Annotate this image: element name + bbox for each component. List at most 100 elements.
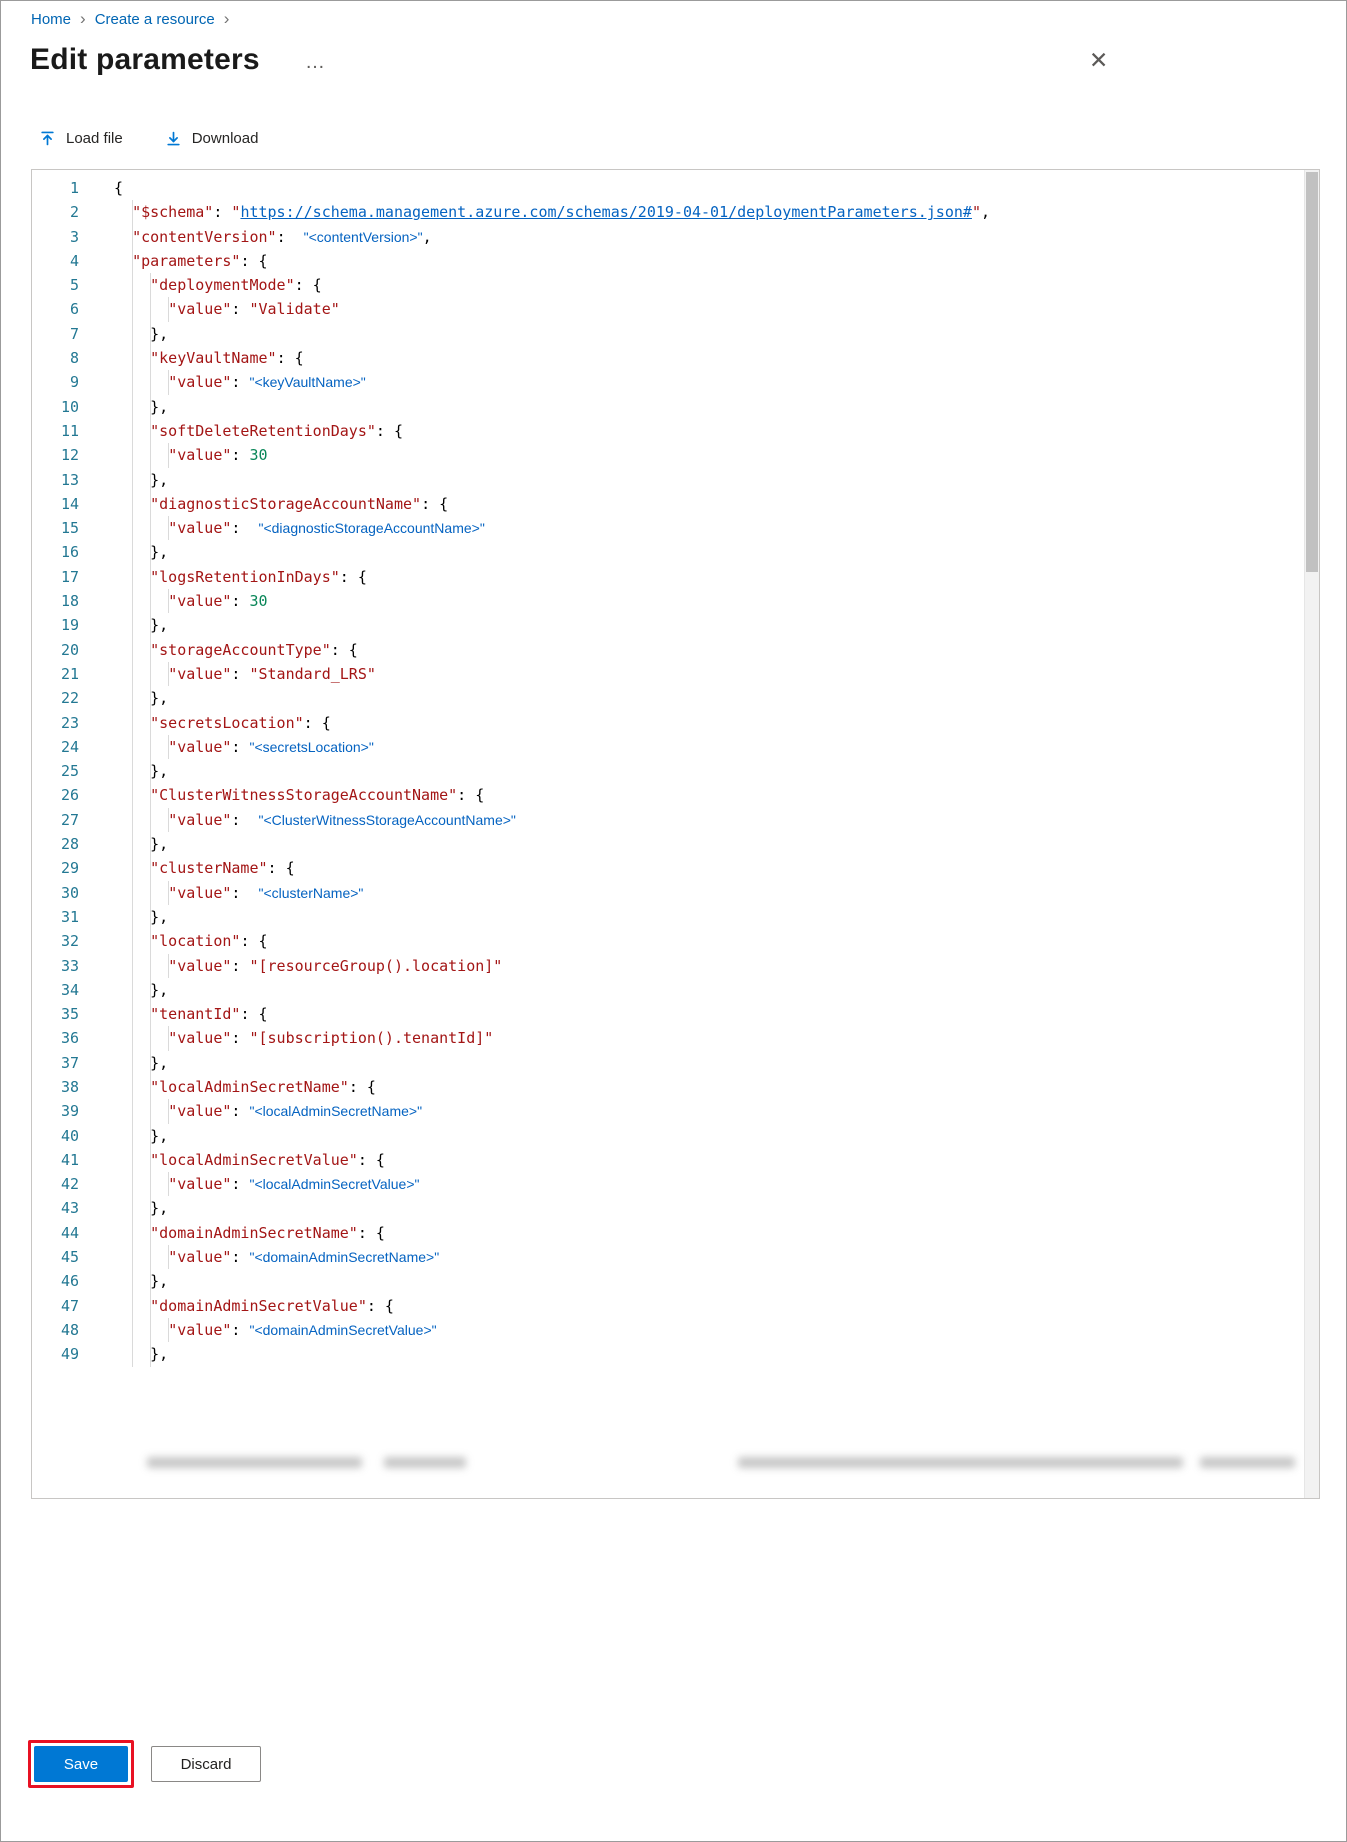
line-number: 31: [60, 907, 79, 926]
command-bar: Load file Download: [33, 121, 264, 155]
indent-guide: [150, 540, 152, 565]
line-number: 39: [60, 1102, 79, 1121]
indent-guide: [132, 1147, 134, 1173]
code-text: },: [114, 613, 1304, 638]
code-line: 9 "value": "<keyVaultName>": [32, 370, 1304, 395]
indent-guide: [132, 807, 134, 833]
line-number: 46: [60, 1272, 79, 1291]
indent-guide: [132, 224, 134, 249]
indent-guide: [150, 637, 152, 662]
line-number: 44: [60, 1223, 79, 1242]
load-file-button[interactable]: Load file: [33, 126, 129, 151]
breadcrumb-create-a-resource[interactable]: Create a resource: [94, 11, 215, 28]
indent-guide: [132, 1293, 134, 1318]
line-number: 6: [69, 300, 79, 319]
code-line: 29 "clusterName": {: [32, 856, 1304, 881]
indent-guide: [150, 1293, 152, 1318]
code-text: },: [114, 394, 1304, 419]
discard-button[interactable]: Discard: [151, 1746, 261, 1782]
indent-guide: [150, 759, 152, 784]
download-button[interactable]: Download: [159, 126, 265, 151]
line-number: 9: [69, 373, 79, 392]
token-p: ,: [422, 227, 432, 246]
indent-guide: [150, 1147, 152, 1173]
line-number: 12: [60, 446, 79, 465]
line-number: 14: [60, 494, 79, 513]
line-number: 16: [60, 543, 79, 562]
indent-guide: [132, 832, 134, 857]
code-text: },: [114, 686, 1304, 711]
line-number: 47: [60, 1296, 79, 1315]
token-s: "value": [168, 1102, 232, 1121]
save-button[interactable]: Save: [34, 1746, 128, 1782]
token-s: "clusterName": [150, 859, 268, 878]
indent-guide: [132, 929, 134, 954]
indent-guide: [168, 1245, 170, 1270]
code-line: 8 "keyVaultName": {: [32, 346, 1304, 371]
token-s: ": [231, 203, 241, 222]
code-line: 26 "ClusterWitnessStorageAccountName": {: [32, 783, 1304, 808]
token-n: 30: [249, 592, 268, 611]
code-text: "localAdminSecretValue": {: [114, 1147, 1304, 1173]
token-p: :: [231, 1248, 250, 1267]
code-line: 36 "value": "[subscription().tenantId]": [32, 1026, 1304, 1051]
indent-guide: [132, 637, 134, 662]
code-line: 18 "value": 30: [32, 589, 1304, 614]
indent-guide: [168, 661, 170, 687]
code-text: "storageAccountType": {: [114, 637, 1304, 662]
json-editor[interactable]: 1{2 "$schema": "https://schema.managemen…: [31, 169, 1320, 1499]
upload-icon: [39, 130, 56, 147]
token-p: : {: [240, 932, 268, 951]
close-icon[interactable]: ✕: [1085, 45, 1112, 76]
line-number: 38: [60, 1077, 79, 1096]
more-options-icon[interactable]: …: [305, 51, 326, 73]
token-s: "diagnosticStorageAccountName": [150, 494, 422, 513]
indent-guide: [150, 516, 152, 541]
code-line: 27 "value": "<ClusterWitnessStorageAccou…: [32, 807, 1304, 833]
code-line: 40 },: [32, 1123, 1304, 1148]
code-text: {: [114, 176, 1304, 200]
token-ph: "<diagnosticStorageAccountName>": [258, 520, 485, 537]
indent-guide: [132, 443, 134, 468]
code-text: "value": "<domainAdminSecretValue>": [114, 1317, 1304, 1343]
code-line: 35 "tenantId": {: [32, 1002, 1304, 1027]
editor-scrollbar[interactable]: [1304, 170, 1319, 1498]
code-line: 5 "deploymentMode": {: [32, 273, 1304, 298]
line-number: 21: [60, 664, 79, 683]
breadcrumb-home[interactable]: Home: [31, 11, 72, 28]
line-number: 27: [60, 810, 79, 829]
code-line: 45 "value": "<domainAdminSecretName>": [32, 1245, 1304, 1270]
indent-guide: [150, 297, 152, 322]
token-s: "value": [168, 1248, 232, 1267]
line-number: 41: [60, 1150, 79, 1169]
indent-guide: [132, 1172, 134, 1197]
token-p: :: [231, 1320, 250, 1339]
code-line: 30 "value": "<clusterName>": [32, 880, 1304, 905]
indent-guide: [150, 321, 152, 347]
token-p: : {: [330, 640, 358, 659]
indent-guide: [132, 904, 134, 930]
code-line: 33 "value": "[resourceGroup().location]": [32, 953, 1304, 978]
line-number: 26: [60, 786, 79, 805]
indent-guide: [132, 467, 134, 492]
code-text: "secretsLocation": {: [114, 710, 1304, 735]
line-number: 24: [60, 737, 79, 756]
line-number: 45: [60, 1248, 79, 1267]
indent-guide: [168, 370, 170, 395]
indent-guide: [150, 564, 152, 590]
code-line: 38 "localAdminSecretName": {: [32, 1074, 1304, 1100]
token-s: "localAdminSecretName": [150, 1077, 349, 1096]
scrollbar-thumb[interactable]: [1306, 172, 1318, 572]
token-s: "[subscription().tenantId]": [249, 1029, 494, 1048]
token-s: "parameters": [132, 251, 241, 270]
indent-guide: [150, 589, 152, 614]
token-s: "ClusterWitnessStorageAccountName": [150, 786, 458, 805]
token-p: : {: [240, 1005, 268, 1024]
token-ph: "<localAdminSecretName>": [249, 1103, 423, 1120]
indent-guide: [168, 880, 170, 905]
line-number: 28: [60, 835, 79, 854]
code-text: "value": "<localAdminSecretValue>": [114, 1172, 1304, 1197]
indent-guide: [150, 661, 152, 687]
code-line: 46 },: [32, 1269, 1304, 1294]
line-number: 4: [69, 251, 79, 270]
